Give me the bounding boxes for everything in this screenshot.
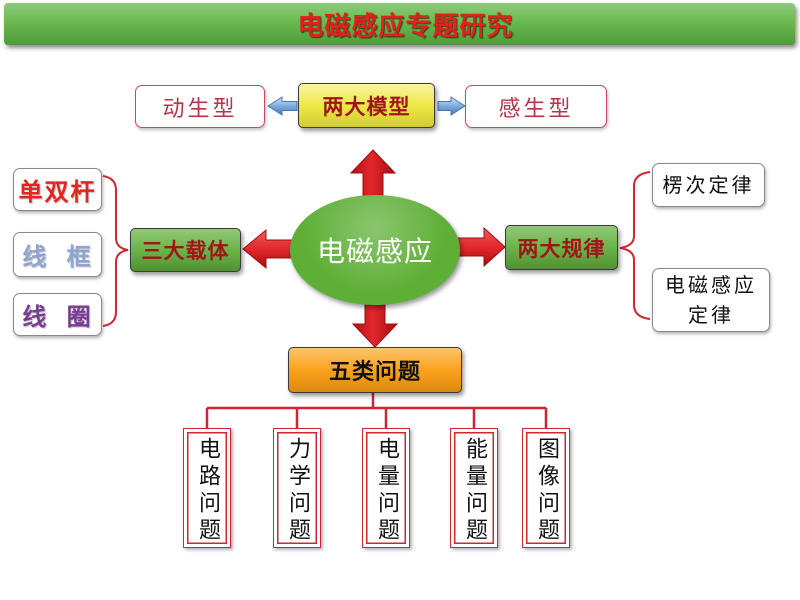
carrier-item-label: 单双杆 — [18, 177, 97, 206]
laws-label: 两大规律 — [517, 236, 606, 261]
arrow-to-induced-type — [437, 96, 466, 116]
problems-node: 五类问题 — [288, 347, 462, 393]
law-item: 楞次定律 — [652, 163, 765, 207]
carrier-item-label: 线 框 — [22, 242, 93, 271]
brace-laws — [619, 171, 651, 320]
law-item-label-line: 电磁感应 — [665, 273, 757, 297]
brace-carriers — [102, 175, 129, 327]
problem-item-label: 电路问题 — [195, 436, 220, 545]
dynamic-type-box: 动生型 — [135, 85, 265, 128]
problem-item: 图像问题 — [522, 428, 570, 548]
law-item: 电磁感应 定律 — [652, 268, 770, 332]
problem-item: 力学问题 — [273, 428, 321, 548]
arrow-up-to-models — [349, 149, 397, 201]
models-label: 两大模型 — [322, 94, 411, 119]
carrier-item: 线 框 — [13, 232, 102, 277]
carrier-item: 线 圈 — [13, 293, 102, 336]
problem-item-label: 电量问题 — [374, 436, 399, 545]
problem-item-label: 力学问题 — [285, 436, 310, 545]
law-item-label-line: 定律 — [688, 303, 734, 327]
problems-label: 五类问题 — [328, 360, 421, 385]
carriers-label: 三大载体 — [141, 239, 230, 263]
dynamic-type-label: 动生型 — [162, 96, 238, 122]
problem-item: 电量问题 — [362, 428, 410, 548]
models-node: 两大模型 — [298, 83, 435, 128]
center-label: 电磁感应 — [316, 235, 433, 268]
laws-node: 两大规律 — [505, 225, 618, 270]
carriers-node: 三大载体 — [130, 228, 241, 272]
law-item-label: 楞次定律 — [662, 173, 755, 197]
page-title: 电磁感应专题研究 — [297, 11, 514, 42]
problem-item-label: 图像问题 — [534, 436, 559, 545]
carrier-item: 单双杆 — [13, 168, 102, 211]
induced-type-label: 感生型 — [498, 96, 574, 122]
carrier-item-label: 线 圈 — [22, 302, 93, 331]
problem-item-label: 能量问题 — [462, 436, 487, 545]
arrow-to-dynamic-type — [267, 96, 298, 116]
title-bar: 电磁感应专题研究 — [4, 3, 795, 45]
problem-item: 能量问题 — [450, 428, 498, 548]
arrow-down-to-problems — [351, 297, 399, 348]
induced-type-box: 感生型 — [465, 85, 607, 128]
problem-item: 电路问题 — [183, 428, 231, 548]
center-node: 电磁感应 — [290, 195, 460, 305]
